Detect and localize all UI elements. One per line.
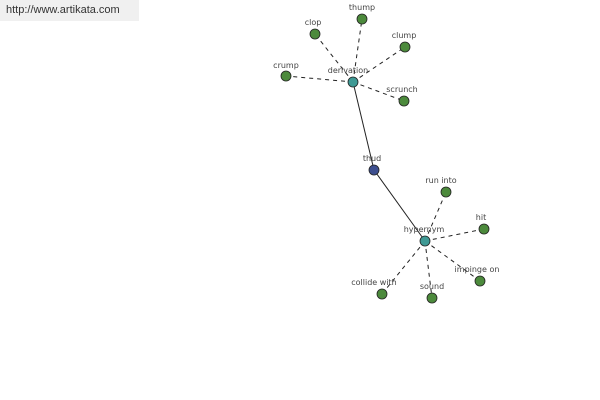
- node-label: sound: [420, 282, 444, 291]
- edge-derivation-thump: [352, 18, 363, 83]
- edge-derivation-clump: [352, 46, 406, 83]
- node-label: clump: [392, 31, 417, 40]
- edge-hypernym-impinge_on: [424, 240, 481, 282]
- node-label: clop: [305, 18, 322, 27]
- node-circle[interactable]: [309, 28, 321, 40]
- node-circle[interactable]: [280, 70, 292, 82]
- edge-hypernym-hit: [424, 228, 485, 242]
- node-circle[interactable]: [399, 41, 411, 53]
- node-label: impinge on: [455, 265, 500, 274]
- node-label: run into: [425, 176, 456, 185]
- node-run-into[interactable]: run into: [425, 176, 457, 198]
- edge-derivation-scrunch: [352, 81, 405, 102]
- node-scrunch[interactable]: scrunch: [386, 85, 418, 107]
- source-url[interactable]: http://www.artikata.com: [0, 0, 139, 21]
- node-circle[interactable]: [426, 292, 438, 304]
- edge-thud-hypernym: [373, 169, 426, 242]
- node-circle[interactable]: [419, 235, 431, 247]
- edge-thud-derivation: [352, 81, 375, 171]
- node-hit[interactable]: hit: [476, 213, 490, 235]
- node-label: thud: [363, 154, 381, 163]
- node-label: derivation: [328, 66, 368, 75]
- node-thump[interactable]: thump: [349, 3, 375, 25]
- node-label: collide with: [351, 278, 396, 287]
- node-hypernym[interactable]: hypernym: [404, 225, 445, 247]
- node-label: hypernym: [404, 225, 445, 234]
- edge-derivation-clop: [314, 33, 354, 83]
- node-collide-with[interactable]: collide with: [351, 278, 397, 300]
- edges-layer: [285, 18, 485, 299]
- node-circle[interactable]: [376, 288, 388, 300]
- node-circle[interactable]: [356, 13, 368, 25]
- node-label: crump: [273, 61, 299, 70]
- node-circle[interactable]: [398, 95, 410, 107]
- nodes-layer: thud derivation hypernym clop thump clump crum…: [273, 3, 500, 304]
- node-circle[interactable]: [347, 76, 359, 88]
- node-label: hit: [476, 213, 486, 222]
- node-label: thump: [349, 3, 375, 12]
- edge-hypernym-sound: [424, 240, 433, 299]
- node-clop[interactable]: clop: [305, 18, 322, 40]
- node-thud[interactable]: thud: [363, 154, 381, 176]
- node-derivation[interactable]: derivation: [328, 66, 368, 88]
- node-crump[interactable]: crump: [273, 61, 299, 82]
- node-label: scrunch: [386, 85, 417, 94]
- node-circle[interactable]: [368, 164, 380, 176]
- edge-derivation-crump: [285, 75, 354, 83]
- node-impinge-on[interactable]: impinge on: [455, 265, 500, 287]
- node-circle[interactable]: [478, 223, 490, 235]
- edge-hypernym-run_into: [424, 191, 447, 242]
- node-circle[interactable]: [474, 275, 486, 287]
- edge-hypernym-collide_with: [381, 240, 426, 295]
- node-sound[interactable]: sound: [420, 282, 444, 304]
- node-clump[interactable]: clump: [392, 31, 417, 53]
- node-circle[interactable]: [440, 186, 452, 198]
